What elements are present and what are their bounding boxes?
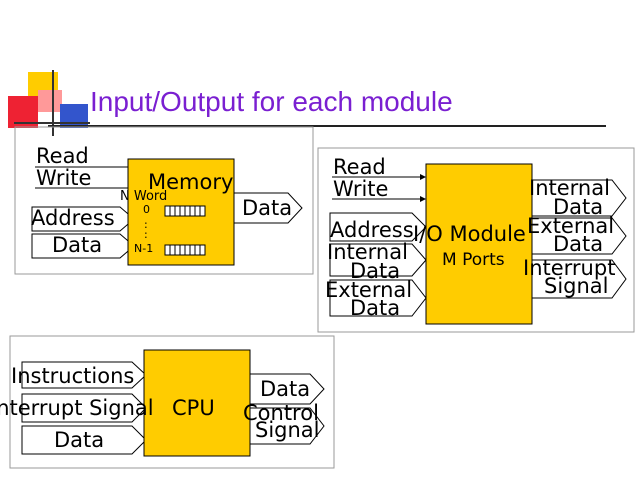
- io-module-label: I/O Module: [413, 222, 526, 246]
- memory-dots-2: :: [144, 228, 148, 241]
- io-module-block: [425, 163, 533, 325]
- memory-index-first: 0: [143, 203, 150, 216]
- io-address-input-arrow: [329, 212, 427, 242]
- slide-logo: [8, 70, 90, 136]
- memory-word-cell-top-bits: [169, 206, 201, 216]
- memory-read-label: Read: [36, 144, 89, 168]
- cpu-interrupt-signal-label: Interrupt Signal: [0, 396, 154, 420]
- io-internal-data-output-arrow: [531, 179, 627, 217]
- io-write-arrowhead: [420, 196, 426, 202]
- cpu-interrupt-signal-input-arrow: [21, 393, 147, 423]
- io-ports-label: M Ports: [442, 250, 505, 270]
- cpu-instructions-input-arrow: [21, 361, 147, 389]
- io-out-internal-data-label: Data: [553, 195, 604, 219]
- title-underline: [48, 125, 606, 127]
- cpu-control-label: Control: [243, 401, 319, 425]
- io-internal-data-label: Data: [350, 259, 401, 283]
- cpu-instructions-label: Instructions: [11, 364, 135, 388]
- io-out-external-label: External: [527, 214, 615, 238]
- io-out-interrupt-label: Interrupt: [523, 256, 616, 280]
- cpu-block: [143, 349, 251, 457]
- cpu-control-signal-output-arrow: [249, 407, 325, 445]
- memory-write-label: Write: [36, 166, 92, 190]
- io-out-internal-label: Internal: [529, 176, 610, 200]
- io-internal-data-input-arrow: [329, 243, 427, 277]
- logo-pink-square: [38, 90, 62, 112]
- slide-title: Input/Output for each module: [90, 86, 453, 117]
- memory-word-cell-bottom-bits: [169, 245, 201, 255]
- io-panel: [317, 147, 635, 333]
- io-external-data-output-arrow: [531, 217, 627, 255]
- io-external-data-input-arrow: [329, 279, 427, 317]
- logo-blue-square: [60, 104, 88, 128]
- io-out-external-data-label: Data: [553, 232, 604, 256]
- memory-block-label: Memory: [148, 170, 234, 194]
- memory-data-output-label: Data: [242, 196, 293, 220]
- logo-horizontal-line: [14, 122, 90, 124]
- memory-data-input-label: Data: [52, 233, 103, 257]
- io-read-label: Read: [333, 155, 386, 179]
- cpu-data-output-label: Data: [260, 377, 311, 401]
- io-out-signal-label: Signal: [544, 274, 609, 298]
- memory-panel: [14, 126, 314, 275]
- memory-word-label: N Word: [120, 189, 168, 204]
- memory-data-input-arrow: [31, 233, 135, 259]
- logo-vertical-line: [52, 70, 54, 136]
- cpu-data-input-arrow: [21, 425, 147, 455]
- io-external-data-label: Data: [350, 296, 401, 320]
- io-write-label: Write: [333, 177, 389, 201]
- memory-index-last: N-1: [134, 242, 154, 255]
- memory-dots-1: :: [144, 218, 148, 231]
- io-internal-label: Internal: [327, 240, 408, 264]
- io-external-label: External: [325, 278, 413, 302]
- io-read-arrowhead: [420, 174, 426, 180]
- cpu-block-label: CPU: [172, 396, 215, 420]
- cpu-data-output-arrow: [249, 373, 325, 405]
- cpu-data-input-label: Data: [54, 428, 105, 452]
- io-interrupt-signal-output-arrow: [531, 259, 627, 299]
- memory-address-input-arrow: [31, 206, 135, 232]
- memory-address-label: Address: [31, 206, 115, 230]
- memory-data-output-arrow: [233, 192, 303, 224]
- cpu-panel: [9, 335, 335, 469]
- io-address-label: Address: [330, 218, 414, 242]
- cpu-signal-label: Signal: [255, 418, 320, 442]
